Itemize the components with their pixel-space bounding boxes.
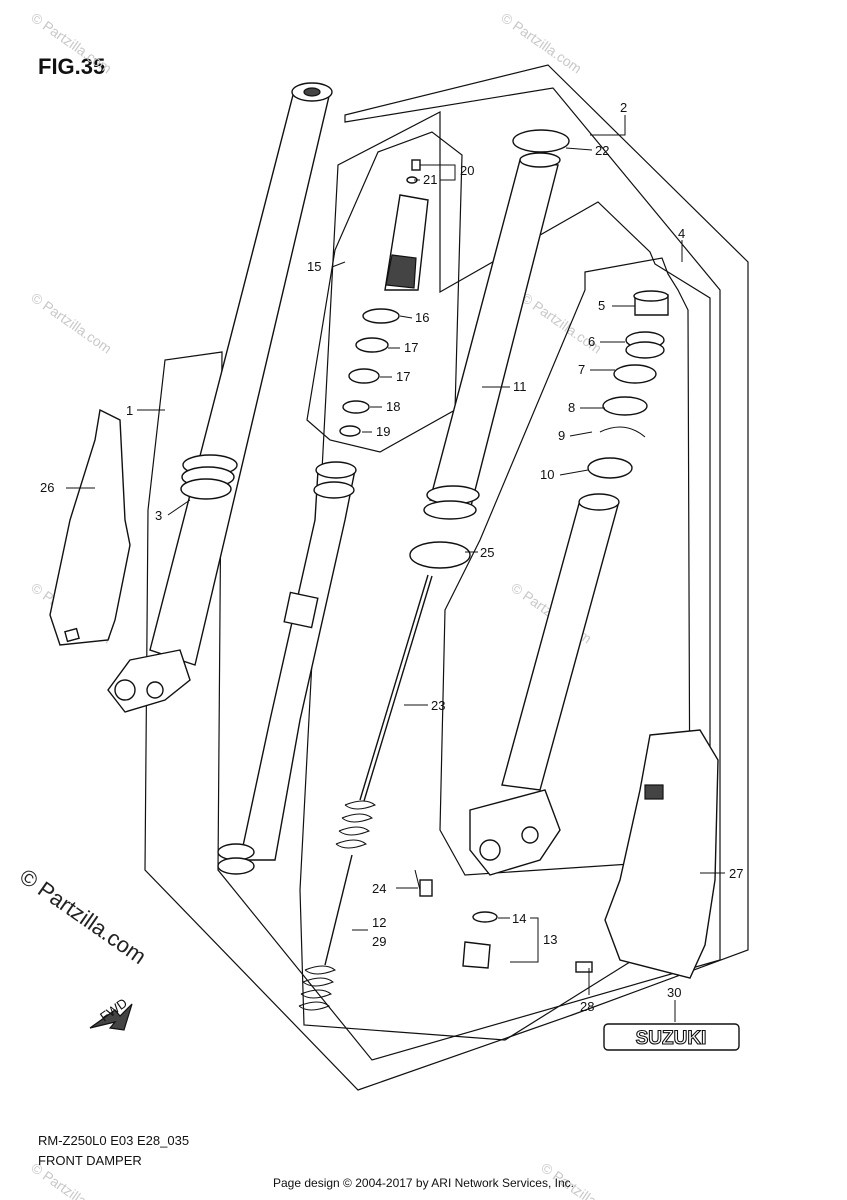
callout-15: 15 <box>307 259 321 274</box>
watermark-text: © Partzilla.com <box>28 9 114 76</box>
seal-stack-part <box>587 290 669 479</box>
callout-17a: 17 <box>404 340 418 355</box>
callout-11: 11 <box>513 379 527 394</box>
callout-1: 1 <box>126 403 133 418</box>
callout-18: 18 <box>386 399 400 414</box>
callout-29: 29 <box>372 934 386 949</box>
frame-outer-assembly-2 <box>144 64 749 1091</box>
callout-20: 20 <box>460 163 474 178</box>
inner-tube-part <box>409 129 570 569</box>
outer-tube-part <box>107 82 333 713</box>
section-name: FRONT DAMPER <box>38 1153 142 1168</box>
callout-8: 8 <box>568 400 575 415</box>
callout-21: 21 <box>423 172 437 187</box>
callout-26: 26 <box>40 480 54 495</box>
leader-lines <box>66 115 725 1022</box>
callout-25: 25 <box>480 545 494 560</box>
callout-30: 30 <box>667 985 681 1000</box>
callout-19: 19 <box>376 424 390 439</box>
callout-4: 4 <box>678 226 685 241</box>
fork-guard-left-part <box>49 408 131 646</box>
callout-7: 7 <box>578 362 585 377</box>
callout-numbers: 1 2 3 4 5 6 7 8 9 10 11 12 13 14 15 16 1… <box>40 100 743 1014</box>
callout-12: 12 <box>372 915 386 930</box>
axle-holder-tube-part <box>469 493 620 876</box>
callout-9: 9 <box>558 428 565 443</box>
callout-23: 23 <box>431 698 445 713</box>
frame-inner-tube-subassembly <box>439 257 691 876</box>
frame-inner-tube-assembly-4 <box>299 111 711 1041</box>
callout-27: 27 <box>729 866 743 881</box>
callout-2: 2 <box>620 100 627 115</box>
suzuki-decal-part: SUZUKI <box>603 1023 740 1051</box>
model-code: RM-Z250L0 E03 E28_035 <box>38 1133 190 1148</box>
damper-cartridge-part <box>217 461 357 875</box>
callout-5: 5 <box>598 298 605 313</box>
callout-14: 14 <box>512 911 526 926</box>
callout-16: 16 <box>415 310 429 325</box>
callout-6: 6 <box>588 334 595 349</box>
fork-guard-right-part <box>604 729 719 979</box>
page-credit: Page design © 2004-2017 by ARI Network S… <box>272 1176 574 1190</box>
figure-title: FIG.35 <box>38 54 106 79</box>
forward-arrow-icon: FWD <box>89 995 133 1031</box>
callout-17b: 17 <box>396 369 410 384</box>
rod-and-spring-part <box>298 574 433 1011</box>
callout-3: 3 <box>155 508 162 523</box>
hardware-part <box>419 879 593 973</box>
callout-22: 22 <box>595 143 609 158</box>
damper-rod-kit-part <box>339 159 429 437</box>
side-watermark: © Partzilla.com <box>15 864 151 970</box>
callout-28: 28 <box>580 999 594 1014</box>
callout-24: 24 <box>372 881 386 896</box>
frame-damper-rod-kit-15 <box>306 131 463 453</box>
callout-13: 13 <box>543 932 557 947</box>
watermark-text: © Partzilla.com <box>28 289 114 356</box>
brand-label: SUZUKI <box>636 1028 707 1049</box>
callout-10: 10 <box>540 467 554 482</box>
